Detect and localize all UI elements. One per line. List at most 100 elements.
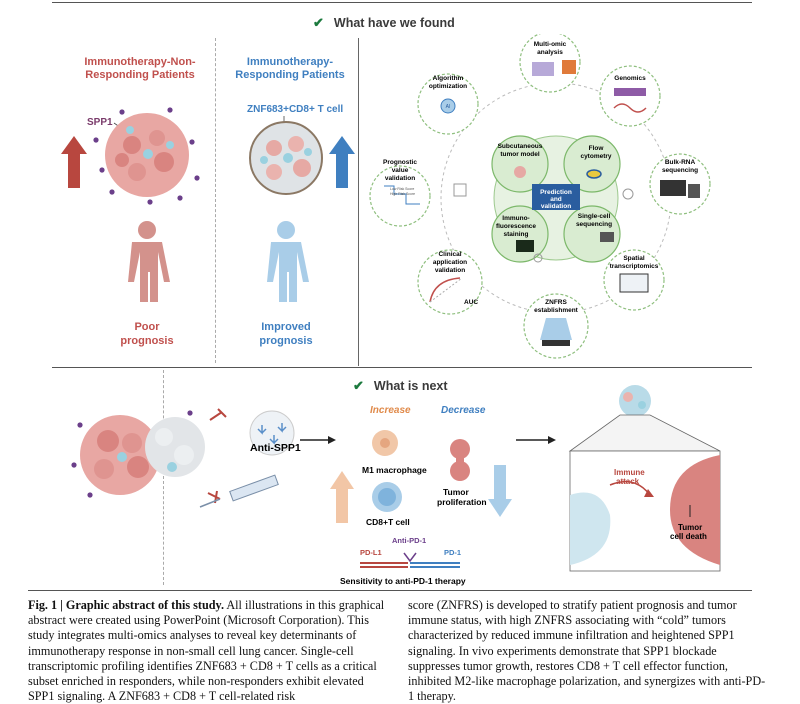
chip-light-icon <box>540 318 572 340</box>
km-low: Low Risk Score <box>390 187 414 191</box>
label-prognostic-1: Prognostic <box>383 159 417 166</box>
km-curve-icon <box>384 185 420 205</box>
m1-nucleus <box>380 438 390 448</box>
label-if-3: staining <box>504 231 529 238</box>
label-spatial-2: transcriptomics <box>610 263 659 270</box>
label-spatial-1: Spatial <box>623 255 645 262</box>
arrow-right-icon <box>300 436 336 444</box>
connector-icon-1 <box>453 183 467 197</box>
inner-node-scseq <box>563 205 621 263</box>
tumor-prolif-line2: proliferation <box>437 497 487 507</box>
umap-icon <box>532 62 554 76</box>
connector-icon-2 <box>622 188 634 200</box>
bottom-heading: ✔What is next <box>353 377 448 395</box>
patient-red-figure-icon <box>128 221 170 302</box>
improved-prognosis-line2: prognosis <box>259 335 312 347</box>
poor-prognosis-line2: prognosis <box>120 335 173 347</box>
m1-label: M1 macrophage <box>362 465 427 475</box>
decrease-blue-arrow-icon <box>488 465 512 517</box>
immune-attack-line1: Immune <box>614 468 645 477</box>
computer-icon <box>660 180 686 196</box>
immune-attack-line2: attack <box>616 477 640 486</box>
proliferation-cell-bottom <box>450 461 470 481</box>
proliferation-cell-top <box>450 439 470 459</box>
non-responding-title: Immunotherapy-Non-Responding Patients <box>84 56 196 81</box>
methods-wheel: Prediction and validation Subcutaneous t… <box>369 34 711 359</box>
machine-icon <box>688 184 700 198</box>
increase-label: Increase <box>370 405 411 416</box>
arrow-right-icon-2 <box>516 436 556 444</box>
label-clinical-1: Clinical <box>438 251 461 258</box>
flow-plot-icon <box>586 169 602 179</box>
prediction-line3: validation <box>541 203 571 210</box>
decrease-label: Decrease <box>441 405 486 416</box>
tumor-cluster <box>71 410 205 498</box>
label-bulk-2: sequencing <box>662 167 698 174</box>
proliferation-neck <box>456 457 464 463</box>
tumor-responding <box>249 121 323 195</box>
label-genomics: Genomics <box>614 75 646 82</box>
antibody-bubble <box>249 410 295 456</box>
label-algorithm-2: optimization <box>429 83 467 90</box>
prediction-line1: Prediction <box>540 189 572 196</box>
label-clinical-3: validation <box>435 267 465 274</box>
label-subcutaneous-2: tumor model <box>500 151 540 158</box>
anti-pd1-label: Anti-PD-1 <box>392 536 426 545</box>
tumor-nonresponding <box>93 107 200 205</box>
mid-border <box>52 367 752 368</box>
ai-icon <box>440 98 456 114</box>
improved-prognosis-line1: Improved <box>261 321 311 333</box>
syringe-icon <box>199 474 279 508</box>
top-border <box>52 2 752 3</box>
top-heading-text: What have we found <box>333 16 455 30</box>
poor-prognosis-line1: Poor <box>134 321 160 333</box>
antibody-icons <box>257 423 287 445</box>
bottom-border <box>28 590 752 591</box>
bottom-heading-text: What is next <box>373 379 448 393</box>
connector-icon-3 <box>533 253 543 263</box>
bottom-left-divider <box>163 370 164 585</box>
prediction-box <box>532 184 580 210</box>
tablet-icon <box>619 273 649 293</box>
cd8-cell-inner <box>378 488 396 506</box>
label-algorithm-1: Algorithm <box>433 75 464 82</box>
znf-label: ZNF683+CD8+ T cell <box>247 104 343 115</box>
label-znfrs-2: establishment <box>534 307 579 314</box>
gene-bars-icon <box>614 88 646 96</box>
patient-divider <box>215 38 216 363</box>
increase-orange-arrow-icon <box>330 471 354 523</box>
node-clinical <box>417 249 483 315</box>
label-flow-2: cytometry <box>580 153 611 160</box>
label-prognostic-2: value <box>392 167 409 174</box>
auc-curve-icon <box>429 277 461 303</box>
label-sc-2: sequencing <box>576 221 612 228</box>
prediction-line2: and <box>550 196 562 203</box>
dna-icon <box>613 103 647 113</box>
spp1-label: SPP1 <box>87 117 113 128</box>
pdl1-label: PD-L1 <box>360 548 382 557</box>
label-prognostic-3: validation <box>385 175 415 182</box>
patients-illustration: SPP1 <box>61 104 355 347</box>
node-prognostic <box>369 165 431 227</box>
anti-spp1-label: Anti-SPP1 <box>250 442 301 454</box>
auc-label: AUC <box>464 299 478 306</box>
ai-label: AI <box>446 104 451 110</box>
caption-left-text: All illustrations in this graphical abst… <box>28 598 385 704</box>
sequencer-icon <box>600 232 614 242</box>
increase-arrow-icon <box>61 136 87 188</box>
label-if-1: Immuno- <box>502 215 529 222</box>
tumor-prolif-line1: Tumor <box>443 487 470 497</box>
tumor-death-line1: Tumor <box>678 523 702 532</box>
top-heading: ✔What have we found <box>313 14 455 32</box>
caption-right-text: score (ZNFRS) is developed to stratify p… <box>408 598 766 704</box>
pd1-label: PD-1 <box>444 548 461 557</box>
label-if-2: fluorescence <box>496 223 536 230</box>
label-znfrs-1: ZNFRS <box>545 299 567 306</box>
label-multiomic-2: analysis <box>537 49 563 56</box>
top-section: ✔What have we found Immunotherapy-Non-Re… <box>52 2 752 368</box>
label-subcutaneous-1: Subcutaneous <box>498 143 543 150</box>
km-high: High Risk Score <box>390 192 415 196</box>
label-bulk-1: Bulk-RNA <box>665 159 696 166</box>
heatmap-icon <box>562 60 576 74</box>
cd8-label: CD8+T cell <box>366 517 410 527</box>
